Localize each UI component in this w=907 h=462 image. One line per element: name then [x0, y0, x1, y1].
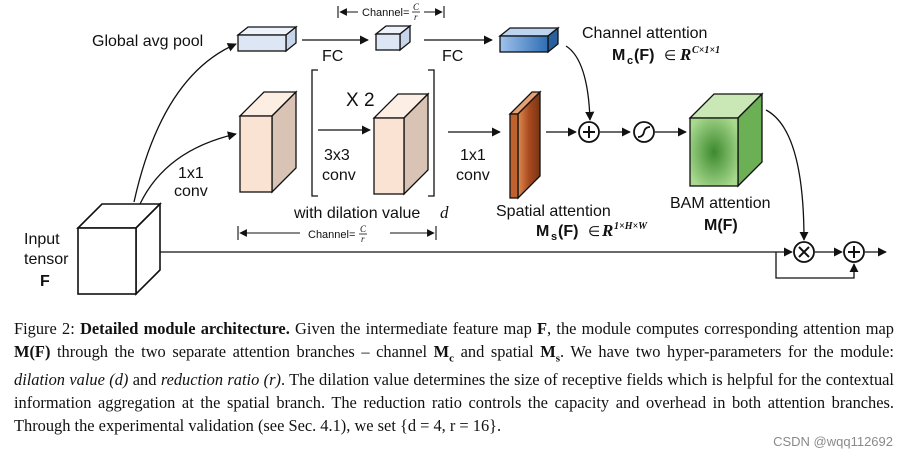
conv-box-2	[372, 92, 430, 196]
channel-bottom-frac-num: C	[360, 224, 367, 234]
bam-attention-cube	[688, 92, 764, 188]
bam-architecture-diagram: Global avg pool FC FC Channel= C r Chann…	[24, 2, 887, 296]
svg-text:1×H×W: 1×H×W	[614, 221, 648, 232]
add-operator	[843, 241, 865, 263]
bam-mf-label: M(F)	[704, 217, 738, 234]
channel-top-bracket	[337, 6, 445, 18]
conv1b-label-bot: conv	[456, 167, 490, 184]
svg-text:R: R	[601, 221, 613, 240]
conv1-label-top: 1x1	[178, 165, 204, 182]
fc2-label: FC	[442, 48, 463, 65]
mc-formula: M c (F) ∈ R C×1×1	[612, 45, 720, 67]
channel-to-plus-arrow	[565, 45, 595, 121]
svg-text:(F): (F)	[634, 47, 654, 64]
skip-connection-arrow	[775, 252, 859, 279]
input-label-line2: tensor	[24, 251, 69, 268]
svg-text:∈: ∈	[664, 47, 676, 63]
dilation-var: d	[440, 203, 449, 222]
input-label-line3: F	[40, 273, 50, 290]
channel-top-frac-num: C	[413, 2, 420, 12]
watermark: CSDN @wqq112692	[773, 434, 893, 449]
svg-text:∈: ∈	[588, 223, 600, 239]
spatial-attention-label: Spatial attention	[496, 203, 611, 220]
dilation-label: with dilation value	[293, 205, 420, 222]
sigmoid-operator	[633, 121, 655, 143]
bam-to-multiply-arrow	[765, 109, 809, 241]
conv1b-label-top: 1x1	[460, 147, 486, 164]
conv-box-1	[238, 90, 298, 194]
fc-box	[374, 24, 412, 52]
spatial-attention-map	[508, 90, 542, 200]
input-to-pool-arrow	[133, 43, 237, 203]
svg-text:M: M	[536, 223, 549, 240]
svg-text:R: R	[679, 45, 691, 64]
svg-text:c: c	[627, 55, 633, 67]
svg-text:(F): (F)	[558, 223, 578, 240]
conv3-label-bot: conv	[322, 167, 356, 184]
channel-bottom-bracket	[237, 226, 437, 240]
svg-text:s: s	[551, 231, 557, 243]
x2-bracket	[311, 69, 435, 197]
fc1-label: FC	[322, 48, 343, 65]
pool-box	[236, 25, 298, 53]
multiply-operator	[793, 241, 815, 263]
svg-text:C×1×1: C×1×1	[692, 45, 720, 56]
channel-top-frac-den: r	[414, 12, 418, 22]
channel-bottom-label: Channel=	[308, 229, 355, 241]
input-tensor-box	[76, 202, 162, 296]
input-label-line1: Input	[24, 231, 60, 248]
svg-text:M: M	[612, 47, 625, 64]
channel-top-label: Channel=	[362, 7, 409, 19]
bam-attention-label: BAM attention	[670, 195, 771, 212]
ms-formula: M s (F) ∈ R 1×H×W	[536, 221, 648, 243]
plus-operator	[578, 121, 600, 143]
channel-attention-box	[498, 26, 560, 54]
figure-caption: Figure 2: Detailed module architecture. …	[14, 319, 895, 435]
global-avg-pool-label: Global avg pool	[92, 33, 203, 50]
conv3-label-top: 3x3	[324, 147, 350, 164]
channel-attention-label: Channel attention	[582, 25, 707, 42]
conv1-label-bot: conv	[174, 183, 208, 200]
input-to-conv-arrow	[139, 131, 237, 205]
channel-bottom-frac-den: r	[361, 234, 365, 244]
x2-label: X 2	[346, 90, 375, 111]
